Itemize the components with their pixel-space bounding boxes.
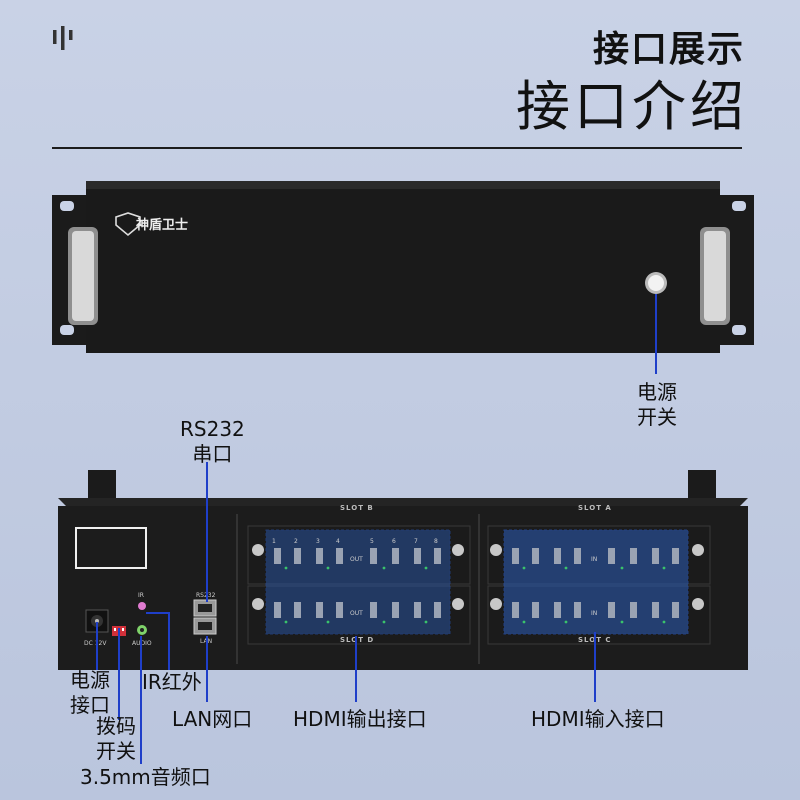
shield-logo-icon bbox=[115, 212, 141, 237]
power-switch-leader bbox=[655, 294, 657, 374]
ir-leader-h bbox=[146, 612, 170, 614]
rs232-leader bbox=[206, 462, 208, 602]
audio-leader bbox=[140, 636, 142, 764]
hdmi-out-callout: HDMI输出接口 bbox=[293, 707, 427, 731]
ir-jack-icon bbox=[138, 602, 146, 610]
lan-callout: LAN网口 bbox=[172, 707, 253, 731]
hdmi-out-highlight bbox=[265, 529, 451, 635]
page-title: 接口展示 bbox=[592, 29, 745, 70]
page-subtitle: 接口介绍 bbox=[516, 75, 748, 138]
display-window bbox=[75, 527, 147, 569]
thumb-screw-icon bbox=[252, 544, 704, 610]
rs232-port-icon bbox=[193, 599, 217, 617]
in-label-bottom: IN bbox=[591, 610, 598, 617]
power-port-callout: 电源 接口 bbox=[70, 668, 110, 717]
dip-switch-leader bbox=[118, 628, 120, 720]
hdmi-in-highlight bbox=[503, 529, 689, 635]
hdmi-in-callout: HDMI输入接口 bbox=[531, 707, 665, 731]
ir-label: IR bbox=[138, 592, 144, 599]
rack-hole-icon bbox=[732, 201, 746, 211]
power-port-leader bbox=[96, 622, 98, 670]
left-handle-icon bbox=[68, 227, 98, 325]
rack-hole-icon bbox=[732, 325, 746, 335]
slot-b-label: SLOT B bbox=[340, 504, 374, 512]
dc-label: DC 12V bbox=[84, 640, 107, 647]
audio-callout: 3.5mm音频口 bbox=[80, 765, 211, 789]
in-label-top: IN bbox=[591, 556, 598, 563]
lan-port-icon bbox=[193, 617, 217, 635]
title-divider bbox=[52, 147, 742, 149]
hdmi-in-ports bbox=[512, 548, 679, 618]
slot-d-label: SLOT D bbox=[340, 636, 375, 644]
power-switch-callout: 电源 开关 bbox=[637, 380, 677, 429]
rear-panel bbox=[58, 470, 748, 670]
out-label-top: OUT bbox=[350, 556, 363, 563]
front-logo-text: 神盾卫士 bbox=[136, 218, 189, 233]
hdmi-in-leader bbox=[594, 632, 596, 702]
ir-leader-v bbox=[168, 612, 170, 670]
brand-logo-icon bbox=[53, 26, 73, 50]
slot-a-label: SLOT A bbox=[578, 504, 612, 512]
rs232-label: RS232 bbox=[196, 592, 215, 599]
rack-hole-icon bbox=[60, 325, 74, 335]
dip-switch-callout: 拨码 开关 bbox=[96, 714, 136, 763]
power-button-icon bbox=[645, 272, 667, 294]
ir-callout: IR红外 bbox=[142, 670, 202, 694]
lan-leader bbox=[206, 636, 208, 702]
hdmi-out-leader bbox=[355, 636, 357, 702]
right-handle-icon bbox=[700, 227, 730, 325]
out-label-bottom: OUT bbox=[350, 610, 363, 617]
rack-hole-icon bbox=[60, 201, 74, 211]
hdmi-out-ports bbox=[274, 548, 441, 618]
front-panel bbox=[52, 181, 754, 353]
rs232-callout: RS232 串口 bbox=[180, 417, 245, 466]
